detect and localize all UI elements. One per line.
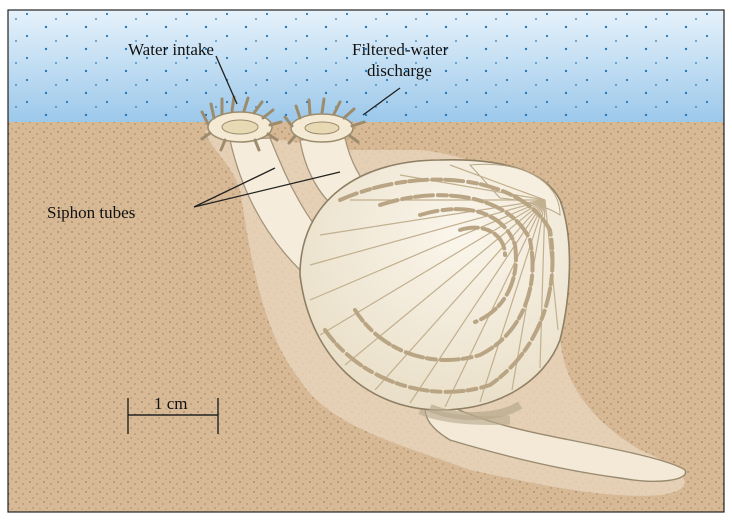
scale-bar-label: 1 cm <box>154 394 188 413</box>
label-filtered-discharge-2: discharge <box>367 61 432 80</box>
label-siphon-tubes: Siphon tubes <box>47 203 135 222</box>
label-filtered-discharge-1: Filtered-water <box>352 40 449 59</box>
label-water-intake: Water intake <box>128 40 214 59</box>
